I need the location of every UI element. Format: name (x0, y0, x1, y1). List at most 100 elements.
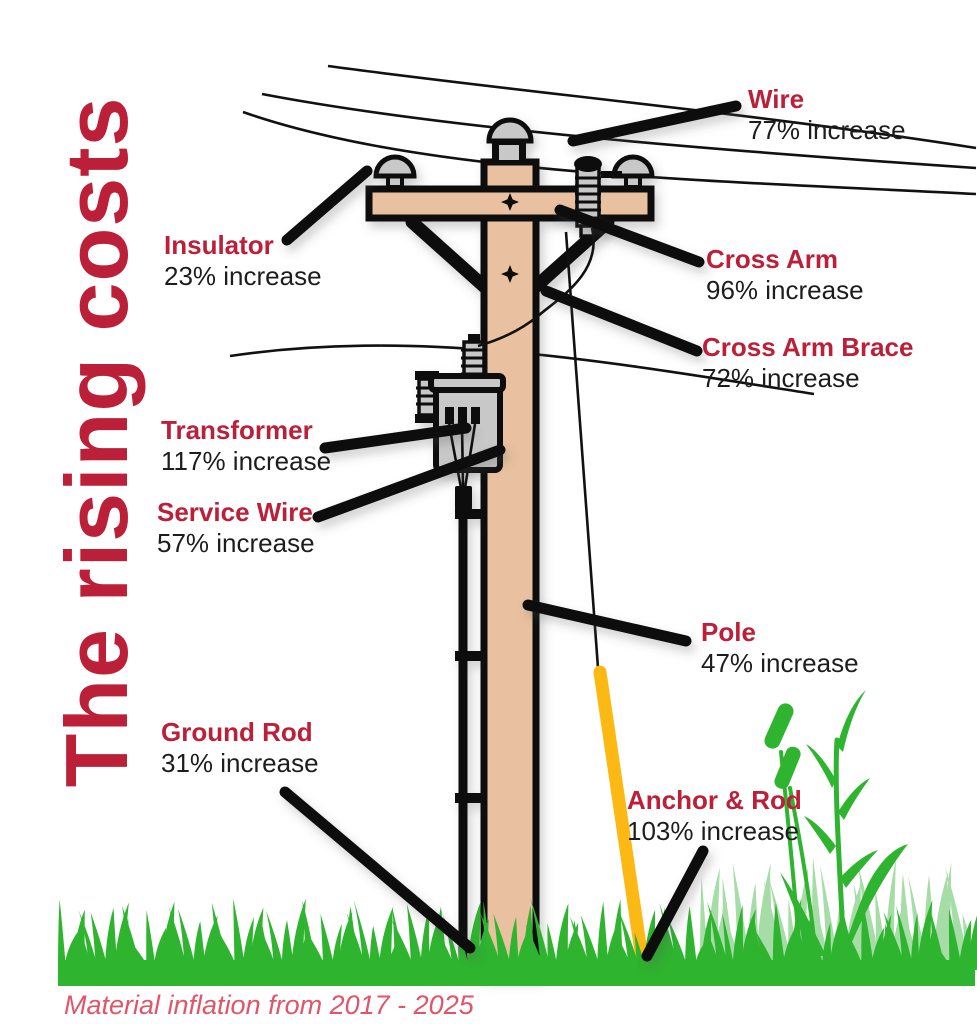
leader-cross-arm (554, 204, 705, 268)
label-wire-value: 77% increase (748, 115, 906, 146)
grass-blade (684, 906, 698, 970)
grass-blade (104, 907, 118, 970)
grass-blade (569, 916, 591, 970)
footer-note: Material inflation from 2017 - 2025 (64, 990, 474, 1020)
grass-blade (391, 919, 415, 970)
cattail-head (764, 703, 794, 749)
grass-blade (353, 900, 373, 970)
pole (480, 158, 540, 978)
grass-blade (215, 926, 239, 970)
grass-blade (378, 906, 394, 970)
grass-blade (821, 922, 832, 970)
grass-blade (843, 925, 865, 970)
grass-blade (555, 903, 569, 970)
transformer-terminal (471, 407, 480, 424)
grass-blade (618, 909, 640, 970)
label-ground-rod-title: Ground Rod (161, 717, 313, 747)
label-anchor-rod-title: Anchor & Rod (627, 785, 802, 815)
page-title: The rising costs (47, 96, 146, 788)
grass-blade (178, 908, 197, 970)
grass-blade (958, 919, 972, 970)
insulator-top (486, 117, 534, 144)
transformer-terminal (458, 407, 467, 424)
bolt (501, 193, 519, 211)
grass-blade (78, 910, 99, 970)
grass-blade (508, 916, 519, 970)
grass-blade (772, 902, 786, 970)
bolt (501, 265, 519, 283)
label-anchor-rod: Anchor & Rod 103% increase (627, 785, 802, 846)
side-bushing-cap-bottom (415, 414, 439, 423)
grass-blade (707, 901, 730, 970)
grass-blade (547, 923, 559, 970)
grass-blade (967, 915, 977, 970)
ribbed-insulator-cap (574, 156, 602, 172)
leader-service-wire (312, 444, 506, 523)
grass-blade (910, 912, 920, 970)
grass-blade (732, 905, 744, 970)
grass-blade (146, 910, 156, 970)
grass-blade (896, 906, 914, 970)
grass-blade (755, 930, 777, 970)
leader-ground-rod (279, 786, 476, 954)
ribbed-insulator-arm (601, 171, 622, 178)
grass-blade (346, 912, 367, 970)
grass-blade (493, 913, 512, 970)
label-wire: Wire 77% increase (748, 85, 906, 146)
label-pole: Pole 47% increase (701, 617, 859, 678)
label-service-wire: Service Wire 57% increase (157, 497, 315, 559)
conduit-head (455, 486, 472, 510)
grass-blade (857, 861, 881, 964)
conduit-clamp (455, 509, 485, 519)
grass-blade (795, 907, 819, 970)
label-service-wire-title: Service Wire (157, 497, 313, 527)
label-cross-arm-title: Cross Arm (706, 244, 838, 274)
leader-wire (567, 100, 742, 147)
cattail-head (774, 746, 801, 789)
label-transformer-title: Transformer (161, 415, 313, 445)
anchor-rod (593, 665, 648, 959)
label-transformer: Transformer 117% increase (161, 415, 332, 477)
grass-blade (525, 925, 545, 970)
transformer-bushing-cap (468, 334, 480, 343)
grass-blade (233, 898, 246, 970)
label-insulator-title: Insulator (164, 230, 274, 260)
grass-blade (948, 908, 963, 970)
grass-blade (90, 912, 109, 970)
label-service-wire-value: 57% increase (157, 528, 315, 559)
leader-transformer (319, 422, 472, 454)
side-bushing-cap-top (415, 371, 439, 380)
label-ground-rod: Ground Rod 31% increase (161, 717, 319, 779)
transformer-lid (428, 373, 506, 393)
grass-blade (597, 901, 609, 970)
grass-blade (530, 897, 551, 970)
power-line (242, 110, 977, 196)
ribbed-insulator (574, 156, 622, 238)
grass-blade (303, 927, 327, 970)
grass-blade (281, 920, 295, 970)
insulator-left (373, 154, 417, 179)
leader-pole (522, 599, 692, 647)
label-transformer-value: 117% increase (161, 446, 332, 477)
grass-blade (420, 906, 430, 970)
grass-blade (945, 867, 969, 964)
label-pole-title: Pole (701, 617, 756, 647)
grass-blade (193, 921, 207, 970)
grass-blade (722, 912, 735, 970)
grass-blade (480, 912, 503, 970)
pole-cap-inset (499, 145, 519, 160)
grass-blade (861, 900, 875, 970)
label-cross-arm-brace-value: 72% increase (702, 363, 860, 394)
label-cross-arm: Cross Arm 96% increase (706, 244, 864, 305)
grass-blade (931, 940, 953, 970)
grass-blade (58, 899, 66, 970)
leader-lines (279, 100, 742, 962)
leader-insulator (281, 165, 373, 246)
label-cross-arm-brace-title: Cross Arm Brace (702, 332, 914, 362)
grass-blade (320, 913, 335, 970)
label-ground-rod-value: 31% increase (161, 748, 319, 779)
grass-blade (406, 904, 424, 970)
grass-blade (809, 919, 825, 970)
